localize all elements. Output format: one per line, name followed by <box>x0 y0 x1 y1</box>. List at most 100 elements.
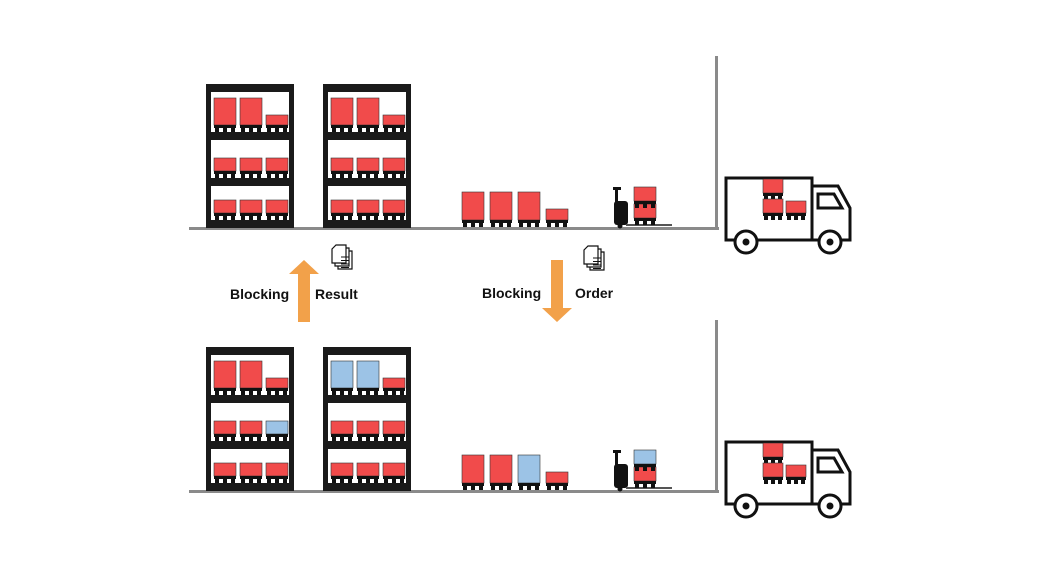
rack-post <box>289 347 294 491</box>
box <box>356 420 380 435</box>
rack-beam <box>323 178 411 186</box>
shelf-box <box>239 199 263 220</box>
pallet-top <box>214 171 236 174</box>
pallet-foot <box>257 479 261 483</box>
pallet-top <box>763 193 783 196</box>
pallet-foot <box>283 128 287 132</box>
pallet-foot <box>348 174 352 178</box>
shelf-box <box>382 199 406 220</box>
shelf-box <box>213 97 237 132</box>
box <box>213 420 237 435</box>
shelf-box <box>265 377 289 395</box>
pallet-foot <box>392 174 396 178</box>
pallet-foot <box>358 128 362 132</box>
pallet-foot <box>651 221 655 225</box>
floor-box <box>489 191 513 227</box>
pallet-foot <box>787 216 791 220</box>
pallet-top <box>490 220 512 223</box>
shelf-box <box>330 420 354 441</box>
left-result-label: Result <box>315 286 358 302</box>
floor-box <box>517 191 541 227</box>
pallet-foot <box>400 391 404 395</box>
arrow-down <box>542 260 572 322</box>
pallet-foot <box>374 174 378 178</box>
pallet-foot <box>764 460 768 464</box>
floor-pallets <box>461 454 569 490</box>
pallet-foot <box>507 223 511 227</box>
box <box>265 462 289 477</box>
box <box>382 157 406 172</box>
pallet-foot <box>384 174 388 178</box>
storage-rack-icon <box>206 84 294 228</box>
pallet-foot <box>374 437 378 441</box>
pallet-top <box>331 476 353 479</box>
rack-beam <box>206 220 294 228</box>
arrow-down-icon <box>542 260 572 322</box>
pallet-foot <box>555 486 559 490</box>
pallet-foot <box>358 216 362 220</box>
pallet-top <box>357 434 379 437</box>
rack-beam <box>323 347 411 355</box>
pallet-foot <box>340 391 344 395</box>
box <box>239 97 263 126</box>
pallet-foot <box>527 223 531 227</box>
pallet-foot <box>231 479 235 483</box>
pallet-foot <box>535 223 539 227</box>
box <box>356 462 380 477</box>
pallet-foot <box>491 223 495 227</box>
pallet-foot <box>499 486 503 490</box>
pallet-foot <box>275 174 279 178</box>
pallet-foot <box>563 223 567 227</box>
box <box>356 199 380 214</box>
pallet-foot <box>215 216 219 220</box>
truck-box <box>762 462 784 484</box>
pallet-jack-icon <box>613 449 672 492</box>
shelf-box <box>330 97 354 132</box>
box <box>382 377 406 389</box>
shelf-box <box>213 199 237 220</box>
pallet-foot <box>555 223 559 227</box>
pallet-foot <box>249 391 253 395</box>
shelf-box <box>356 462 380 483</box>
pallet-foot <box>374 128 378 132</box>
pallet-foot <box>231 174 235 178</box>
floor-line <box>189 227 719 230</box>
shelf-box <box>213 462 237 483</box>
pallet-foot <box>764 480 768 484</box>
pallet-top <box>763 213 783 216</box>
pallet-foot <box>340 479 344 483</box>
box <box>356 157 380 172</box>
pallet-top <box>357 388 379 391</box>
box <box>545 208 569 221</box>
box <box>265 199 289 214</box>
pallet-foot <box>651 484 655 488</box>
rack-post <box>289 84 294 228</box>
jack-handle <box>615 452 618 466</box>
shelf-box <box>265 420 289 441</box>
documents-icon <box>331 244 353 270</box>
pallet-foot <box>479 486 483 490</box>
pallet-foot <box>257 128 261 132</box>
pallet-top <box>331 125 353 128</box>
rack-post <box>323 84 328 228</box>
pallet-foot <box>392 391 396 395</box>
pallet-foot <box>215 437 219 441</box>
pallet-foot <box>374 479 378 483</box>
pallet-foot <box>223 437 227 441</box>
pallet-foot <box>527 486 531 490</box>
pallet-foot <box>519 486 523 490</box>
truck-hub <box>742 502 750 510</box>
box <box>762 462 784 478</box>
shelf-box <box>213 157 237 178</box>
rack-beam <box>206 84 294 92</box>
jack-wheel <box>617 486 623 492</box>
box <box>356 97 380 126</box>
rack-beam <box>323 84 411 92</box>
pallet-foot <box>563 486 567 490</box>
pallet-foot <box>787 480 791 484</box>
shelf-box <box>382 114 406 132</box>
box <box>213 97 237 126</box>
floor-box <box>517 454 541 490</box>
pallet-foot <box>332 437 336 441</box>
rack-beam <box>206 178 294 186</box>
